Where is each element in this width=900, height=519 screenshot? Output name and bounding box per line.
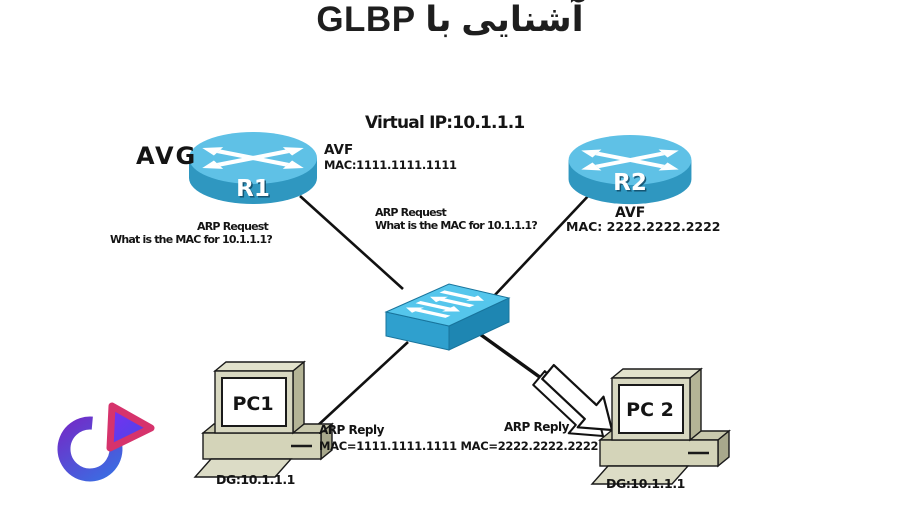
switch-icon <box>384 283 511 351</box>
router-r1-name: R1 <box>236 176 270 202</box>
reply-arrow-icon <box>532 364 614 437</box>
arp-request-center-title: ARP Request <box>375 206 447 219</box>
virtual-ip-label: Virtual IP:10.1.1.1 <box>365 113 525 133</box>
link-r1-switch <box>299 195 404 290</box>
arp-request-center-question: What is the MAC for 10.1.1.1? <box>375 218 538 232</box>
r2-avf-role-label: AVF <box>615 205 646 221</box>
arp-request-center: ARP Request What is the MAC for 10.1.1.1… <box>375 206 538 232</box>
arp-request-left-question: What is the MAC for 10.1.1.1? <box>110 232 273 246</box>
pc2-name: PC 2 <box>626 399 674 421</box>
router-r2-name: R2 <box>613 170 647 196</box>
r2-mac-label: MAC: 2222.2222.2222 <box>566 219 721 234</box>
pc2-icon <box>590 367 731 486</box>
pc1-name: PC1 <box>232 393 274 415</box>
r1-avg-role-label: AVG <box>136 142 198 170</box>
link-switch-pc1 <box>314 341 409 429</box>
arp-request-left: ARP Request What is the MAC for 10.1.1.1… <box>110 220 273 246</box>
pc1-icon <box>193 360 334 479</box>
arp-reply-left-title: ARP Reply <box>319 423 384 437</box>
arp-request-left-title: ARP Request <box>197 220 269 233</box>
link-r2-switch <box>493 193 591 297</box>
channel-logo-icon <box>57 402 155 482</box>
pc2-default-gateway-label: DG:10.1.1.1 <box>606 476 685 491</box>
arp-reply-right-title: ARP Reply <box>504 420 569 434</box>
r1-avf-role-label: AVF <box>324 142 354 158</box>
arp-reply-macs-label: MAC=1111.1111.1111 MAC=2222.2222.2222 <box>319 439 599 453</box>
r1-mac-label: MAC:1111.1111.1111 <box>324 158 457 172</box>
pc1-default-gateway-label: DG:10.1.1.1 <box>216 472 295 487</box>
page-title: آشنایی با GLBP <box>316 0 584 39</box>
